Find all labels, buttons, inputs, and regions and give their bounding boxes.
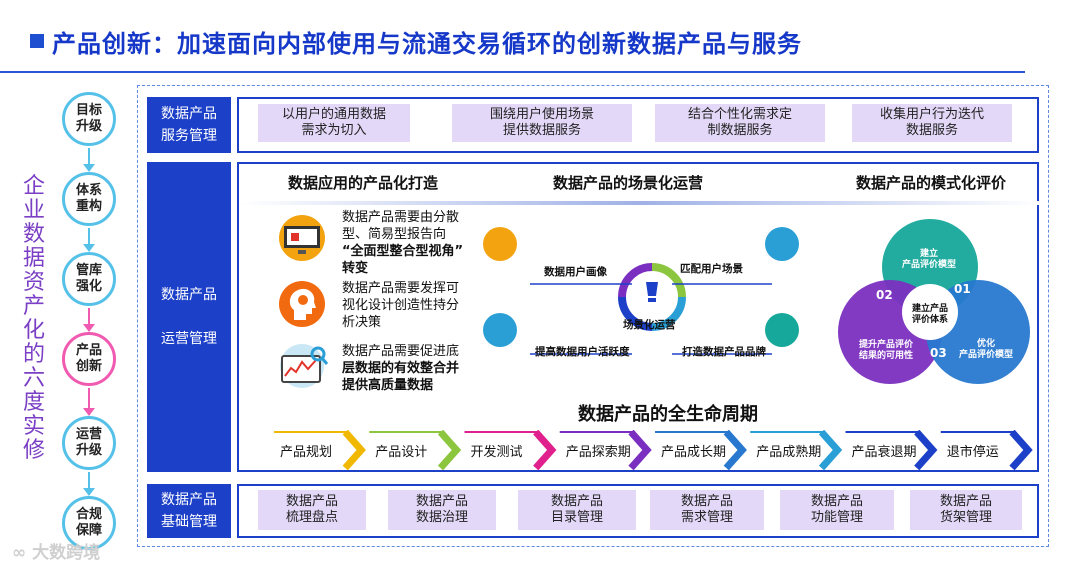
side-label: 企业数据资产化的六度实修	[22, 174, 45, 463]
cycle-label-match-scene: 匹配用户场景	[680, 263, 743, 275]
lifecycle-stage-label: 产品设计	[375, 445, 428, 460]
head-gear-icon	[279, 281, 325, 327]
lifecycle-stage-label: 产品衰退期	[851, 445, 917, 460]
step-compliance: 合规保障	[62, 496, 116, 550]
venn-circle-1: 建立 产品评价模型	[901, 249, 956, 270]
cycle-label-activity: 提高数据用户活跃度	[535, 346, 630, 358]
venn-circle-3: 优化 产品评价模型	[958, 339, 1013, 360]
productization-title: 数据应用的产品化打造	[288, 174, 439, 192]
step-arrow	[83, 308, 95, 332]
lifecycle-chevron	[533, 430, 557, 470]
title-bullet	[30, 34, 44, 48]
step-system-rebuild: 体系重构	[62, 172, 116, 226]
productization-item-2: 数据产品需要发挥可 视化设计创造性持分 析决策	[342, 281, 460, 330]
base-row-label: 数据产品基础管理	[147, 484, 231, 538]
cycle-center-label: 场景化运营	[623, 319, 676, 331]
title-bar: 产品创新：加速面向内部使用与流通交易循环的创新数据产品与服务	[0, 0, 1080, 74]
lifecycle-chevron	[437, 430, 462, 470]
lifecycle-stage-label: 产品规划	[280, 445, 333, 460]
base-item: 数据产品梳理盘点	[258, 490, 366, 530]
base-item: 数据产品数据治理	[388, 490, 496, 530]
watermark-logo-icon: ∞	[12, 543, 33, 563]
venn-center: 建立产品 评价体系	[911, 304, 948, 325]
section-divider	[240, 201, 1040, 205]
service-item: 收集用户行为迭代数据服务	[852, 104, 1012, 142]
step-arrow	[83, 228, 95, 252]
steps-column: 目标升级 体系重构 管库强化 产品创新 运营升级 合规保障	[62, 92, 122, 552]
data-analysis-icon	[280, 344, 329, 388]
step-target-upgrade: 目标升级	[62, 92, 116, 146]
step-operation-upgrade: 运营升级	[62, 416, 116, 470]
watermark: ∞ 大数跨境	[12, 543, 101, 563]
base-item: 数据产品需求管理	[650, 490, 764, 530]
lifecycle-stage-label: 产品探索期	[565, 445, 631, 460]
lifecycle-chevron	[628, 430, 652, 470]
lifecycle-chevron	[1009, 430, 1033, 470]
evaluation-venn-diagram	[838, 219, 1030, 384]
title-underline	[0, 71, 1025, 73]
lifecycle-stage-label: 产品成熟期	[756, 445, 822, 460]
lifecycle-chevron	[723, 430, 747, 470]
service-item: 围绕用户使用场景提供数据服务	[452, 104, 632, 142]
step-arrow	[83, 388, 95, 416]
content-frame	[137, 85, 1049, 547]
productization-item-1: 数据产品需要由分散 型、简易型报告向 “全面型整合型视角” 转变	[342, 210, 464, 276]
step-product-innovation: 产品创新	[62, 332, 116, 386]
lifecycle-stage-label: 开发测试	[470, 445, 523, 460]
lifecycle-stage-label: 退市停运	[946, 445, 999, 460]
scenario-title: 数据产品的场景化运营	[553, 174, 704, 192]
ops-row-label: 数据产品运营管理	[147, 162, 231, 472]
lifecycle-chevron	[342, 430, 366, 470]
service-item: 以用户的通用数据需求为切入	[258, 104, 410, 142]
base-item: 数据产品目录管理	[518, 490, 636, 530]
scenario-cycle-diagram	[483, 227, 799, 355]
service-row-label: 数据产品服务管理	[147, 97, 231, 153]
service-item: 结合个性化需求定制数据服务	[655, 104, 825, 142]
productization-item-3: 数据产品需要促进底 层数据的有效整合并 提供高质量数据	[342, 344, 460, 393]
venn-num-2: 02	[876, 288, 893, 302]
lifecycle-title: 数据产品的全生命周期	[578, 404, 758, 425]
lifecycle-chevrons	[274, 430, 1033, 470]
venn-num-1: 01	[954, 282, 971, 296]
venn-circle-2: 提升产品评价 结果的可用性	[858, 340, 913, 361]
page-title: 产品创新：加速面向内部使用与流通交易循环的创新数据产品与服务	[52, 30, 802, 58]
cycle-label-user-profile: 数据用户画像	[544, 266, 607, 278]
step-arrow	[83, 148, 95, 172]
lifecycle-chevron	[818, 430, 843, 470]
cycle-label-brand: 打造数据产品品牌	[682, 346, 766, 358]
step-arrow	[83, 472, 95, 496]
evaluation-title: 数据产品的模式化评价	[856, 174, 1007, 192]
step-library-strengthen: 管库强化	[62, 252, 116, 306]
lifecycle-stage-label: 产品成长期	[661, 445, 727, 460]
base-row-box	[237, 484, 1039, 538]
lifecycle-chevron	[914, 430, 938, 470]
report-screen-icon	[279, 215, 325, 261]
base-item: 数据产品货架管理	[910, 490, 1022, 530]
base-item: 数据产品功能管理	[780, 490, 894, 530]
venn-num-3: 03	[930, 346, 947, 360]
